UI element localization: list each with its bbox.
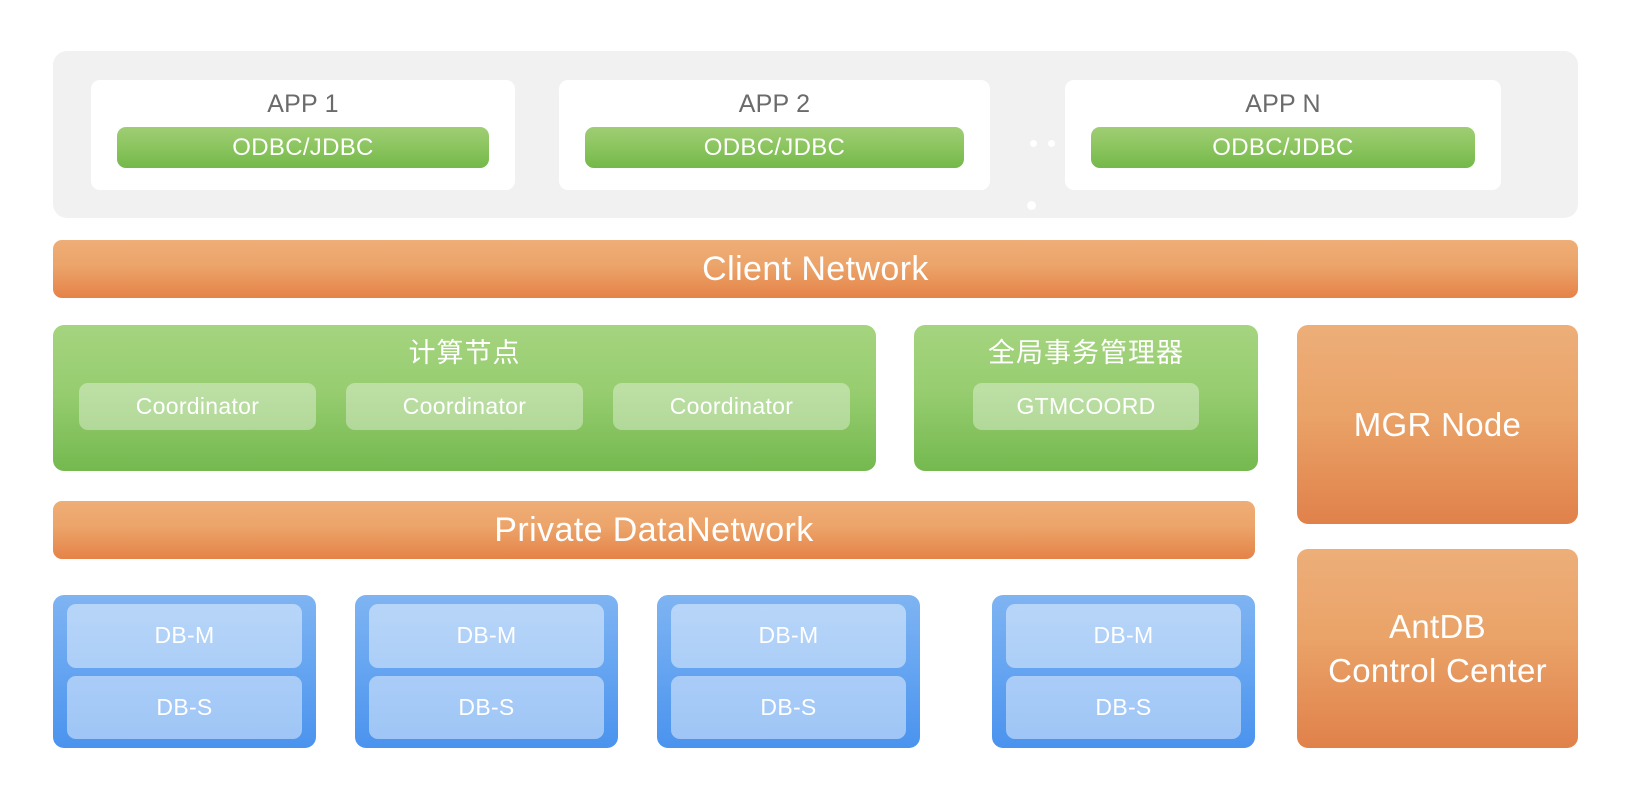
gtm-title: 全局事务管理器: [988, 338, 1184, 368]
coordinator-instance[interactable]: Coordinator: [79, 383, 316, 430]
db-slave-node[interactable]: DB-S: [67, 675, 302, 739]
global-transaction-manager-box: 全局事务管理器 GTMCOORD: [914, 325, 1258, 471]
app-card-n[interactable]: APP N ODBC/JDBC: [1065, 80, 1501, 190]
coordinator-instance[interactable]: Coordinator: [613, 383, 850, 430]
db-master-node[interactable]: DB-M: [369, 604, 604, 668]
app-card-1[interactable]: APP 1 ODBC/JDBC: [91, 80, 515, 190]
db-group-2: DB-M DB-S: [355, 595, 618, 748]
db-slave-node[interactable]: DB-S: [671, 675, 906, 739]
compute-node-title: 计算节点: [408, 338, 521, 368]
private-data-network-bar: Private DataNetwork: [53, 501, 1255, 559]
antdb-control-center-box[interactable]: AntDB Control Center: [1297, 549, 1578, 748]
coordinator-row: Coordinator Coordinator Coordinator: [53, 370, 876, 430]
control-center-line-2: Control Center: [1328, 651, 1547, 689]
control-center-line-1: AntDB: [1389, 607, 1486, 645]
ellipsis-dot: [1030, 140, 1037, 147]
ellipsis-dots-icon: [1030, 140, 1064, 148]
gtmcoord-instance[interactable]: GTMCOORD: [973, 383, 1199, 430]
db-master-node[interactable]: DB-M: [67, 604, 302, 668]
db-group-4: DB-M DB-S: [992, 595, 1255, 748]
db-slave-node[interactable]: DB-S: [1006, 675, 1241, 739]
ellipsis-dot-lower-icon: [1027, 201, 1036, 210]
app-card-title: APP 2: [738, 90, 811, 118]
db-group-1: DB-M DB-S: [53, 595, 316, 748]
app-card-2[interactable]: APP 2 ODBC/JDBC: [559, 80, 990, 190]
db-master-node[interactable]: DB-M: [1006, 604, 1241, 668]
mgr-node-box[interactable]: MGR Node: [1297, 325, 1578, 524]
db-group-3: DB-M DB-S: [657, 595, 920, 748]
db-master-node[interactable]: DB-M: [671, 604, 906, 668]
coordinator-instance[interactable]: Coordinator: [346, 383, 583, 430]
app-layer-band: APP 1 ODBC/JDBC APP 2 ODBC/JDBC APP N OD…: [53, 51, 1578, 218]
app-card-title: APP N: [1245, 90, 1321, 118]
ellipsis-dot: [1048, 140, 1055, 147]
client-network-bar: Client Network: [53, 240, 1578, 298]
compute-node-box: 计算节点 Coordinator Coordinator Coordinator: [53, 325, 876, 471]
app-card-title: APP 1: [267, 90, 339, 118]
odbc-jdbc-connector[interactable]: ODBC/JDBC: [1091, 127, 1475, 168]
gtmcoord-row: GTMCOORD: [914, 370, 1258, 430]
odbc-jdbc-connector[interactable]: ODBC/JDBC: [585, 127, 964, 168]
db-slave-node[interactable]: DB-S: [369, 675, 604, 739]
odbc-jdbc-connector[interactable]: ODBC/JDBC: [117, 127, 489, 168]
